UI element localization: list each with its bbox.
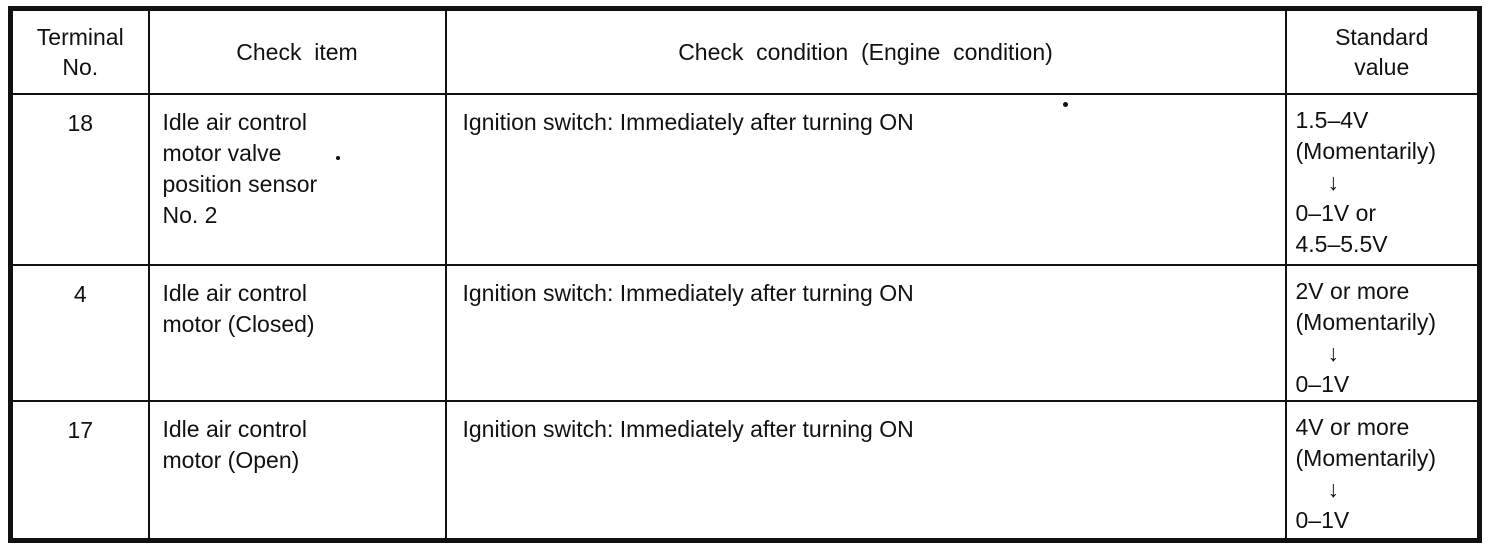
check-item-value: Idle air control motor (Open)	[162, 415, 307, 473]
check-condition-value: Ignition switch: Immediately after turni…	[462, 279, 914, 306]
column-header-check-condition-label: Check condition (Engine condition)	[678, 38, 1053, 65]
cell-standard-value: 2V or more (Momentarily) ↓ 0–1V	[1284, 263, 1481, 402]
table-row: 4 Idle air control motor (Closed) Igniti…	[9, 263, 1481, 402]
standard-value-value: 2V or more (Momentarily) ↓ 0–1V	[1295, 277, 1437, 397]
cell-terminal-no: 17	[9, 399, 150, 542]
column-header-standard-value: Standard value	[1284, 7, 1481, 95]
column-header-check-item-label: Check item	[236, 38, 358, 65]
cell-check-item: Idle air control motor (Open)	[147, 399, 447, 542]
cell-standard-value: 1.5–4V (Momentarily) ↓ 0–1V or 4.5–5.5V	[1284, 92, 1481, 266]
cell-check-condition: Ignition switch: Immediately after turni…	[444, 263, 1287, 402]
cell-standard-value: 4V or more (Momentarily) ↓ 0–1V	[1284, 399, 1481, 542]
cell-terminal-no: 18	[9, 92, 150, 266]
check-item-value: Idle air control motor (Closed)	[162, 279, 315, 337]
cell-check-condition: Ignition switch: Immediately after turni…	[444, 399, 1287, 542]
column-header-check-condition: Check condition (Engine condition)	[444, 7, 1287, 95]
standard-value-value: 4V or more (Momentarily) ↓ 0–1V	[1295, 413, 1437, 533]
terminal-no-value: 4	[73, 280, 87, 307]
cell-check-condition: Ignition switch: Immediately after turni…	[444, 92, 1287, 266]
scan-artifact-dot	[336, 156, 340, 160]
cell-terminal-no: 4	[9, 263, 150, 402]
table-row: 18 Idle air control motor valve position…	[9, 92, 1481, 266]
check-item-value: Idle air control motor valve position se…	[162, 108, 318, 228]
check-condition-value: Ignition switch: Immediately after turni…	[462, 415, 914, 442]
standard-value-value: 1.5–4V (Momentarily) ↓ 0–1V or 4.5–5.5V	[1295, 106, 1437, 257]
cell-check-item: Idle air control motor valve position se…	[147, 92, 447, 266]
check-condition-value: Ignition switch: Immediately after turni…	[462, 108, 914, 135]
scan-artifact-dot	[1063, 102, 1068, 107]
cell-check-item: Idle air control motor (Closed)	[147, 263, 447, 402]
column-header-standard-value-label: Standard value	[1335, 23, 1429, 80]
column-header-check-item: Check item	[147, 7, 447, 95]
column-header-terminal-no: Terminal No.	[9, 7, 150, 95]
terminal-no-value: 17	[67, 416, 94, 443]
terminal-no-value: 18	[67, 109, 94, 136]
terminal-check-table: Terminal No. Check item Check condition …	[8, 6, 1482, 543]
header-row: Terminal No. Check item Check condition …	[9, 7, 1481, 95]
table-row: 17 Idle air control motor (Open) Ignitio…	[9, 399, 1481, 542]
column-header-terminal-no-label: Terminal No.	[36, 23, 124, 80]
